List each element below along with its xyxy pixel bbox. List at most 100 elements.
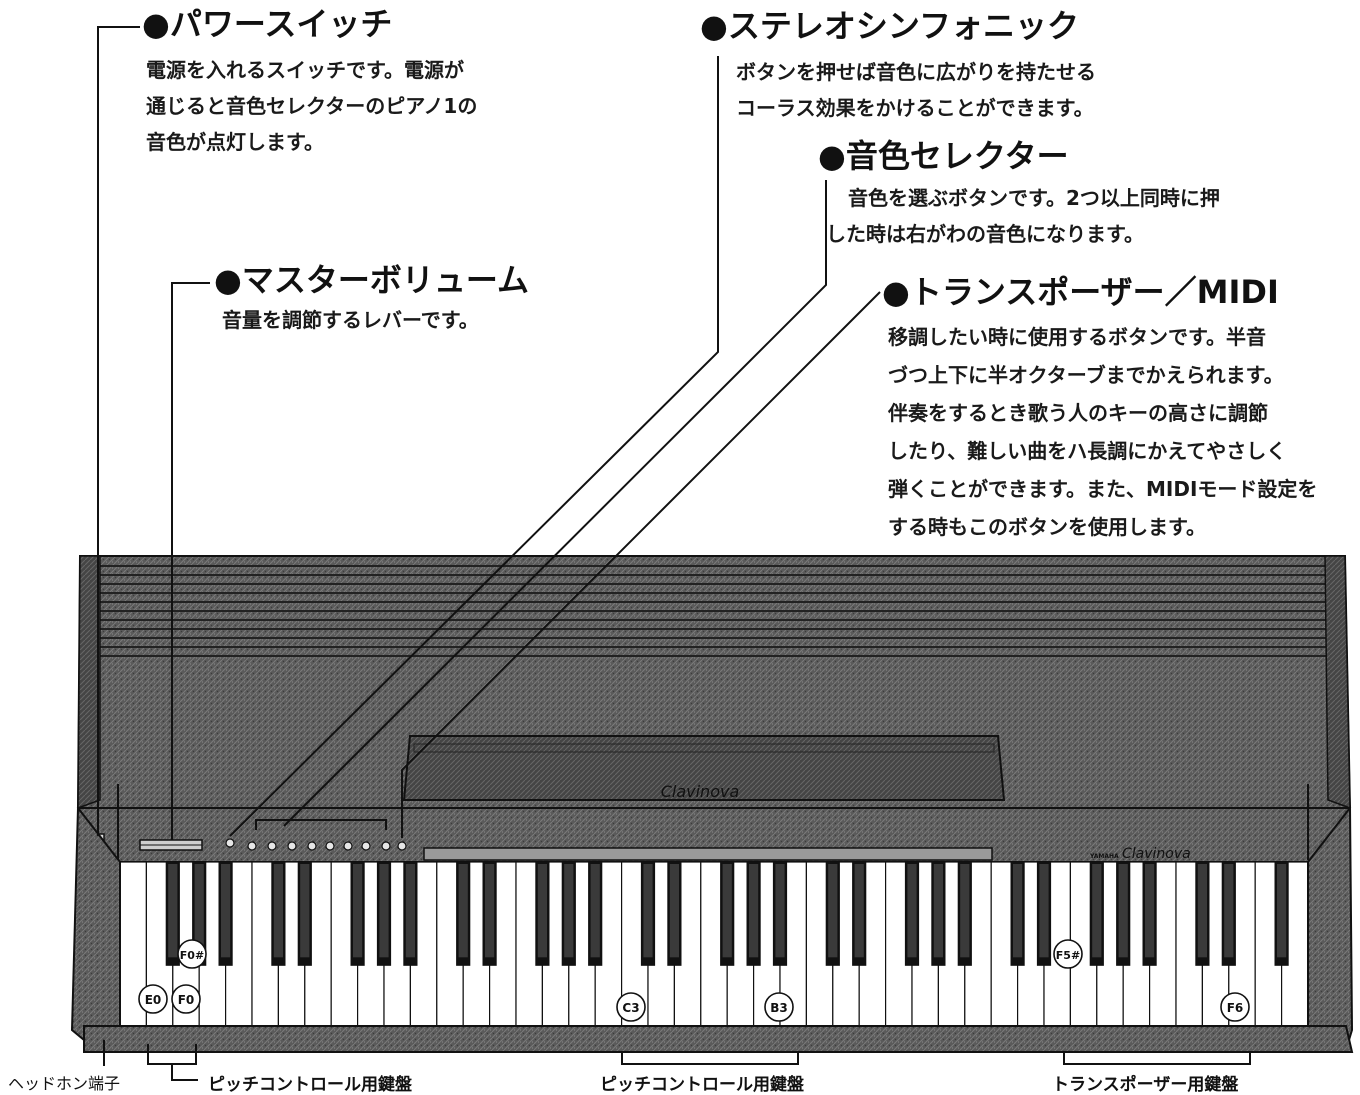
marker-f0-text: F0 bbox=[178, 993, 195, 1007]
transposer-midi-line: 弾くことができます。また、MIDIモード設定を bbox=[888, 477, 1318, 501]
leader-volume bbox=[171, 282, 210, 840]
black-key-highlight bbox=[485, 864, 495, 958]
black-key-highlight bbox=[669, 864, 679, 958]
power-switch-line: 電源を入れるスイッチです。電源が bbox=[146, 58, 464, 82]
transposer-midi-line: 移調したい時に使用するボタンです。半音 bbox=[888, 325, 1266, 349]
black-key-highlight bbox=[722, 864, 732, 958]
callout-voice: ●音色セレクター 音色を選ぶボタンです。2つ以上同時に押 した時は右がわの音色に… bbox=[818, 136, 1220, 252]
marker-c3-text: C3 bbox=[622, 1001, 639, 1015]
marker-f0-sharp-text: F0# bbox=[180, 949, 204, 962]
transposer-midi-line: 伴奏をするとき歌う人のキーの高さに調節 bbox=[888, 401, 1268, 425]
bottom-brackets bbox=[103, 1040, 1251, 1081]
black-key-highlight bbox=[1224, 864, 1234, 958]
control-panel bbox=[76, 784, 1352, 863]
black-key-highlight bbox=[1197, 864, 1207, 958]
marker-b3-text: B3 bbox=[770, 1001, 788, 1015]
voice-button[interactable] bbox=[361, 841, 371, 851]
transposer-button[interactable] bbox=[381, 841, 391, 851]
leader-transposer bbox=[401, 291, 881, 838]
black-key-highlight bbox=[590, 864, 600, 958]
bracket-pitch-left-leader bbox=[171, 1064, 198, 1081]
black-key-highlight bbox=[458, 864, 468, 958]
bracket-pitch-center bbox=[621, 1052, 799, 1065]
callout-stereo: ●ステレオシンフォニック ボタンを押せば音色に広がりを持たせる コーラス効果をか… bbox=[700, 6, 1096, 126]
marker-b3 bbox=[764, 992, 794, 1022]
transposer-midi-heading: ●トランスポーザー／MIDI bbox=[882, 273, 1279, 311]
callout-transposer: ●トランスポーザー／MIDI 移調したい時に使用するボタンです。半音 づつ上下に… bbox=[882, 272, 1317, 546]
black-key-highlight bbox=[749, 864, 759, 958]
transposer-midi-line: づつ上下に半オクターブまでかえられます。 bbox=[888, 363, 1284, 387]
voice-button[interactable] bbox=[307, 841, 317, 851]
black-key-highlight bbox=[854, 864, 864, 958]
leader-power bbox=[97, 26, 140, 836]
black-key-highlight bbox=[1013, 864, 1023, 958]
music-rest bbox=[402, 735, 1006, 801]
power-switch-line: 音色が点灯します。 bbox=[146, 130, 324, 154]
marker-e0-text: E0 bbox=[145, 993, 162, 1007]
callout-power: ●パワースイッチ 電源を入れるスイッチです。電源が 通じると音色セレクターのピア… bbox=[142, 4, 477, 160]
marker-e0 bbox=[138, 984, 168, 1014]
power-switch-line: 通じると音色セレクターのピアノ1の bbox=[146, 94, 478, 118]
black-key-highlight bbox=[1277, 864, 1287, 958]
black-key-highlight bbox=[194, 864, 204, 958]
marker-c3 bbox=[616, 992, 646, 1022]
voice-selector-heading: ●音色セレクター bbox=[818, 137, 1069, 175]
black-key-highlight bbox=[643, 864, 653, 958]
marker-f5-sharp-text: F5# bbox=[1056, 949, 1080, 962]
pitch-control-keys-label-center: ピッチコントロール用鍵盤 bbox=[600, 1075, 804, 1095]
black-key-highlight bbox=[353, 864, 363, 958]
marker-f0 bbox=[171, 984, 201, 1014]
key-markers bbox=[138, 939, 1250, 1022]
speaker-grille bbox=[98, 565, 1330, 657]
panel-maker-logo: YAMAHA bbox=[1089, 853, 1119, 860]
voice-button[interactable] bbox=[267, 841, 277, 851]
voice-button[interactable] bbox=[325, 841, 335, 851]
voice-button[interactable] bbox=[343, 841, 353, 851]
stereo-symphonic-button[interactable] bbox=[225, 838, 235, 848]
leader-stereo bbox=[229, 56, 719, 837]
callout-volume: ●マスターボリューム 音量を調節するレバーです。 bbox=[214, 260, 529, 338]
panel-display-slot bbox=[423, 847, 993, 861]
black-key-highlight bbox=[168, 864, 178, 958]
marker-f0-sharp bbox=[177, 939, 207, 969]
black-key-highlight bbox=[300, 864, 310, 958]
voice-selector-line: 音色を選ぶボタンです。2つ以上同時に押 bbox=[848, 186, 1220, 210]
power-switch-heading: ●パワースイッチ bbox=[142, 5, 393, 43]
cabinet-top bbox=[76, 555, 1352, 810]
master-volume-heading: ●マスターボリューム bbox=[214, 261, 529, 299]
transposer-midi-line: する時もこのボタンを使用します。 bbox=[888, 515, 1206, 539]
marker-f6 bbox=[1220, 992, 1250, 1022]
voice-button[interactable] bbox=[247, 841, 257, 851]
black-key-highlight bbox=[564, 864, 574, 958]
black-key-highlight bbox=[960, 864, 970, 958]
black-key-highlight bbox=[1092, 864, 1102, 958]
voice-selector-line: した時は右がわの音色になります。 bbox=[826, 222, 1144, 246]
black-key-highlight bbox=[405, 864, 415, 958]
voice-button[interactable] bbox=[287, 841, 297, 851]
stereo-symphonic-heading: ●ステレオシンフォニック bbox=[700, 7, 1079, 45]
panel-logo: Clavinova bbox=[1122, 846, 1191, 862]
master-volume-line: 音量を調節するレバーです。 bbox=[222, 308, 479, 332]
transposer-keys-label: トランスポーザー用鍵盤 bbox=[1052, 1075, 1239, 1095]
black-key-highlight bbox=[379, 864, 389, 958]
panel-buttons bbox=[225, 838, 407, 851]
black-key-highlight bbox=[273, 864, 283, 958]
pitch-control-keys-label-left: ピッチコントロール用鍵盤 bbox=[208, 1075, 412, 1095]
marker-f5-sharp bbox=[1053, 939, 1083, 969]
black-key-highlight bbox=[907, 864, 917, 958]
transposer-button[interactable] bbox=[397, 841, 407, 851]
black-key-highlight bbox=[1039, 864, 1049, 958]
marker-f6-text: F6 bbox=[1227, 1001, 1244, 1015]
black-key-highlight bbox=[1145, 864, 1155, 958]
stereo-symphonic-line: ボタンを押せば音色に広がりを持たせる bbox=[736, 60, 1096, 84]
black-key-highlight bbox=[1118, 864, 1128, 958]
black-key-highlight bbox=[775, 864, 785, 958]
black-key-highlight bbox=[537, 864, 547, 958]
leader-voice bbox=[283, 180, 827, 827]
keyboard bbox=[119, 861, 1309, 1027]
leader-lines bbox=[97, 26, 881, 840]
black-key-highlight bbox=[221, 864, 231, 958]
cabinet-base bbox=[70, 805, 1354, 1053]
